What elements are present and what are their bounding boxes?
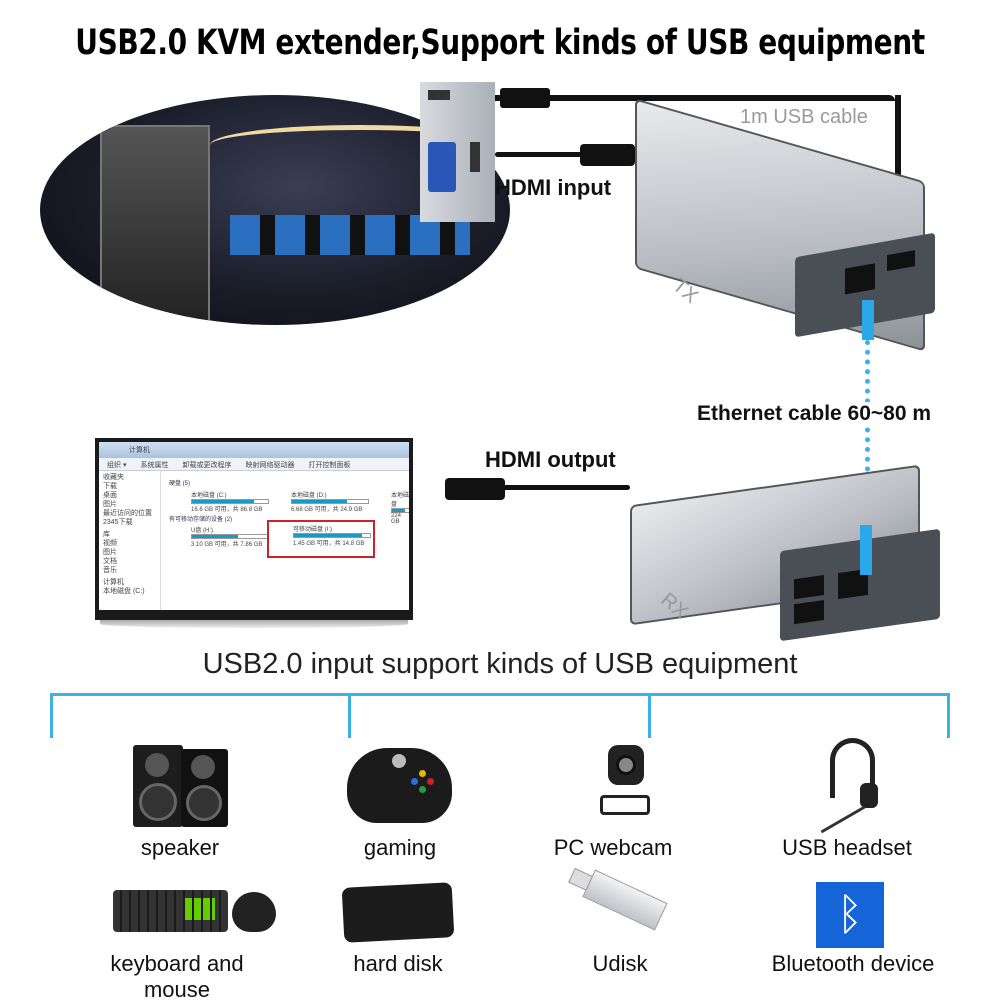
tv-monitor: 计算机 组织 ▾ 系统属性 卸载或更改程序 映射网络驱动器 打开控制面板 收藏夹… xyxy=(95,438,413,620)
file-explorer-screen: 计算机 组织 ▾ 系统属性 卸载或更改程序 映射网络驱动器 打开控制面板 收藏夹… xyxy=(99,442,409,610)
device-label: gaming xyxy=(363,835,437,860)
toolbar-item[interactable]: 组织 ▾ xyxy=(107,462,127,469)
ethernet-plug-tx xyxy=(862,300,874,340)
gamepad-icon xyxy=(347,748,452,823)
device-label: hard disk xyxy=(353,951,443,976)
hdmi-plug xyxy=(580,144,635,166)
usb-cable xyxy=(495,95,895,101)
sidebar-item[interactable]: 2345下载 xyxy=(103,519,133,526)
explorer-sidebar: 收藏夹 下载 桌面 图片 最近访问的位置 2345下载 库 视频 图片 文档 音… xyxy=(99,471,161,610)
explorer-toolbar: 组织 ▾ 系统属性 卸载或更改程序 映射网络驱动器 打开控制面板 xyxy=(99,458,409,471)
rj45-port xyxy=(845,263,875,295)
pc-io-panel xyxy=(420,82,495,222)
sidebar-item[interactable]: 图片 xyxy=(103,549,117,556)
sidebar-item[interactable]: 图片 xyxy=(103,501,117,508)
ethernet-cable xyxy=(865,340,870,530)
sidebar-item[interactable]: 最近访问的位置 xyxy=(103,510,152,517)
sidebar-item[interactable]: 收藏夹 xyxy=(103,474,124,481)
webcam-icon xyxy=(590,745,660,825)
removable-header: 有可移动存储的设备 (2) xyxy=(169,517,233,523)
sidebar-item[interactable]: 文档 xyxy=(103,558,117,565)
toolbar-item[interactable]: 系统属性 xyxy=(140,462,169,469)
headset-icon xyxy=(818,738,883,834)
ethernet-label: Ethernet cable 60~80 m xyxy=(697,402,932,426)
bluetooth-icon: ᛒ xyxy=(816,882,884,948)
sidebar-item[interactable]: 库 xyxy=(103,531,110,538)
usb-port xyxy=(887,250,915,272)
sidebar-item[interactable]: 音乐 xyxy=(103,567,117,574)
device-label: Udisk xyxy=(592,951,648,976)
hdmi-input-cable xyxy=(495,152,645,157)
drive-item-highlighted[interactable]: 可移动磁盘 (I:)1.45 GB 可用，共 14.8 GB xyxy=(267,520,375,558)
hard-disk-icon xyxy=(341,882,455,943)
sidebar-item[interactable]: 下载 xyxy=(103,483,117,490)
hard-disks-header: 硬盘 (5) xyxy=(169,481,191,487)
device-label: keyboard and mouse xyxy=(110,951,244,1002)
drive-item[interactable]: 本地磁盘 (D:)6.68 GB 可用，共 24.9 GB xyxy=(291,490,369,513)
drive-item[interactable]: 本地磁盘 (C:)16.6 GB 可用，共 86.8 GB xyxy=(191,490,269,513)
usb-cable-label: 1m USB cable xyxy=(740,106,868,128)
device-label: USB headset xyxy=(782,835,912,860)
tv-stand xyxy=(100,620,408,628)
sidebar-item[interactable]: 计算机 xyxy=(103,579,124,586)
toolbar-item[interactable]: 卸载或更改程序 xyxy=(182,462,232,469)
usb-support-caption: USB2.0 input support kinds of USB equipm… xyxy=(202,648,798,680)
address-bar: 计算机 xyxy=(99,442,409,458)
usb-plug xyxy=(500,88,550,108)
usb-drive-icon xyxy=(568,867,668,931)
device-label: PC webcam xyxy=(553,835,673,860)
bracket-line xyxy=(50,693,950,738)
sidebar-item[interactable]: 桌面 xyxy=(103,492,117,499)
device-label: Bluetooth device xyxy=(771,951,935,976)
mouse-icon xyxy=(232,892,276,932)
keyboard-icon xyxy=(113,890,228,932)
device-label: speaker xyxy=(140,835,220,860)
hdmi-input-label: HDMI input xyxy=(495,175,612,200)
drive-item[interactable]: U盘 (H:)3.10 GB 可用，共 7.86 GB xyxy=(191,525,269,548)
hdmi-output-label: HDMI output xyxy=(485,447,616,472)
sidebar-item[interactable]: 视频 xyxy=(103,540,117,547)
toolbar-item[interactable]: 打开控制面板 xyxy=(308,462,351,469)
page-title: USB2.0 KVM extender,Support kinds of USB… xyxy=(75,23,925,63)
hdmi-output-plug xyxy=(445,478,505,500)
sidebar-item[interactable]: 本地磁盘 (C:) xyxy=(103,588,145,595)
toolbar-item[interactable]: 映射网络驱动器 xyxy=(245,462,295,469)
ethernet-plug-rx xyxy=(860,525,872,575)
speaker-icon xyxy=(133,745,228,827)
